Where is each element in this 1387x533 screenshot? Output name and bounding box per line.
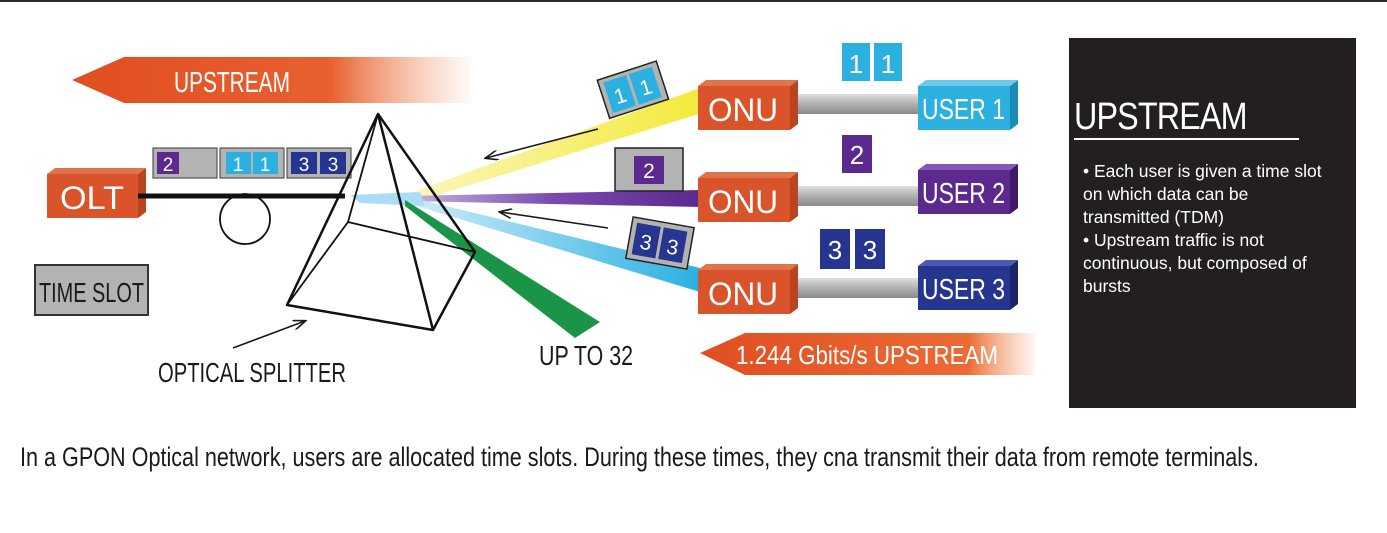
- side-panel-bullet: • Upstream traffic is not continuous, bu…: [1083, 230, 1307, 296]
- packet-user-1: 1 1: [596, 60, 670, 120]
- rate-arrow: 1.244 Gbits/s UPSTREAM: [700, 333, 1035, 375]
- side-panel-divider: [1074, 138, 1299, 140]
- onu-label: ONU: [708, 184, 778, 220]
- rate-label: 1.244 Gbits/s UPSTREAM: [736, 340, 998, 370]
- slot-value: 1: [260, 155, 271, 176]
- user-label: USER 1: [922, 94, 1005, 126]
- user-data-value: 1: [849, 49, 863, 79]
- arrow-to-splitter-1: [486, 128, 599, 158]
- onu-label: ONU: [708, 92, 778, 128]
- onu-3: ONU: [698, 264, 798, 314]
- optical-splitter: [285, 112, 477, 332]
- fiber-time-slots: 2 1 1 3 3: [152, 147, 352, 179]
- user-3-box: USER 3: [918, 260, 1018, 310]
- time-slot-label: TIME SLOT: [39, 277, 144, 308]
- upstream-arrow-label: UPSTREAM: [174, 67, 290, 99]
- beam-onu-3: [405, 196, 700, 292]
- slot-value: 3: [328, 155, 339, 176]
- cable-user-3: [790, 278, 925, 298]
- onu-label: ONU: [708, 276, 778, 312]
- user-data-value: 3: [863, 235, 877, 265]
- onu-1: ONU: [698, 80, 798, 130]
- slot-value: 3: [299, 155, 310, 176]
- packet-value: 3: [638, 231, 654, 256]
- time-slot-legend: TIME SLOT: [34, 264, 149, 316]
- arrow-to-splitter-2: [500, 212, 609, 229]
- cable-user-1: [790, 94, 925, 114]
- up-to-32-label: UP TO 32: [539, 340, 633, 371]
- packet-value: 2: [643, 160, 655, 183]
- slot-cell: [157, 152, 179, 174]
- user-label: USER 3: [922, 274, 1005, 306]
- user-2-box: USER 2: [918, 164, 1018, 214]
- beam-more-users: [405, 200, 600, 338]
- side-panel-bullets: • Each user is given a time slot on whic…: [1083, 160, 1338, 298]
- fiber-loop: [219, 193, 271, 245]
- user-data-value: 3: [828, 235, 842, 265]
- olt-label: OLT: [60, 180, 124, 216]
- optical-splitter-label: OPTICAL SPLITTER: [158, 357, 346, 388]
- onu-2: ONU: [698, 172, 798, 222]
- user-1-box: USER 1: [918, 80, 1018, 130]
- slot-value: 2: [163, 155, 174, 176]
- beam-onu-1: [405, 88, 705, 202]
- user-3-data: 3 3: [820, 229, 885, 269]
- cable-user-2: [790, 186, 925, 206]
- slot-cell: [226, 152, 251, 174]
- top-border-line: [0, 0, 1387, 2]
- packet-user-2: 2: [614, 147, 684, 192]
- user-data-value: 1: [881, 49, 895, 79]
- user-1-data: 1 1: [842, 43, 902, 81]
- slot-value: 1: [233, 155, 244, 176]
- upstream-arrow: UPSTREAM: [72, 57, 470, 103]
- figure-caption: In a GPON Optical network, users are all…: [20, 442, 1259, 472]
- slot-cell: [291, 152, 317, 174]
- rate-arrow-shape: [700, 333, 1035, 375]
- user-data-value: 2: [850, 140, 864, 170]
- slot-cell: [253, 152, 278, 174]
- packet-user-3: 3 3: [624, 216, 696, 270]
- beam-onu-2: [405, 190, 700, 207]
- upstream-info-panel: UPSTREAM • Each user is given a time slo…: [1069, 38, 1356, 408]
- arrow-splitter-label: [232, 321, 305, 349]
- upstream-arrow-shape: [72, 57, 470, 103]
- user-2-data: 2: [842, 135, 872, 173]
- side-panel-title: UPSTREAM: [1074, 96, 1248, 138]
- beam-core: [350, 192, 425, 206]
- slot-cell: [320, 152, 346, 174]
- user-label: USER 2: [922, 178, 1005, 210]
- side-panel-bullet: • Each user is given a time slot on whic…: [1083, 161, 1322, 227]
- olt-box: OLT: [47, 168, 146, 218]
- packet-value: 3: [665, 235, 681, 260]
